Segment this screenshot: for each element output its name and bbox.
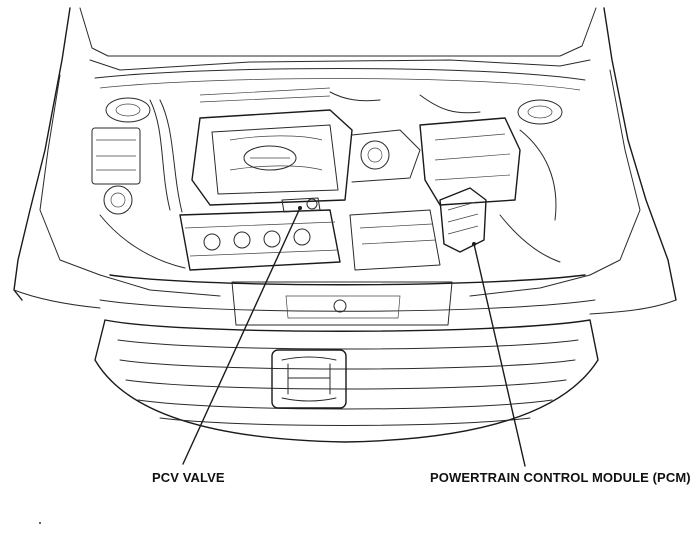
pcv-valve-label: PCV VALVE: [152, 470, 225, 485]
grille: [94, 319, 599, 443]
engine-bay: [91, 68, 586, 271]
pcv-leader-line: [182, 207, 301, 465]
hood-outline: [13, 7, 677, 315]
stray-mark: [39, 522, 41, 524]
front-structure: [99, 274, 596, 326]
pcm-leader-line: [473, 243, 526, 467]
leader-lines: [182, 206, 526, 467]
fenders: [39, 69, 641, 297]
pcm-label: POWERTRAIN CONTROL MODULE (PCM): [430, 470, 691, 485]
